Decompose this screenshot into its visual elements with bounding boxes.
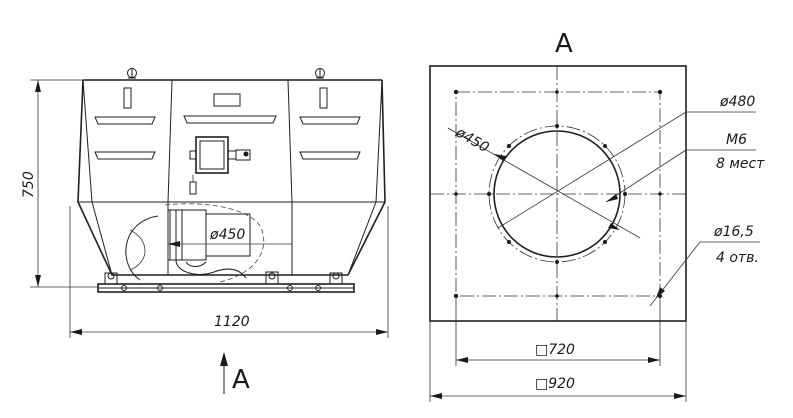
side-view: 750 1120 ø450 A — [21, 68, 389, 395]
base-frame — [97, 271, 355, 293]
thread-label: M6 — [726, 132, 747, 148]
outer-flange — [429, 65, 687, 322]
diameter-450-line — [447, 127, 641, 239]
width-label: 1120 — [214, 314, 250, 330]
lifting-lug-right — [315, 68, 325, 79]
m6-studs — [487, 124, 627, 264]
outer-circle-label: ø480 — [719, 94, 755, 110]
dimension-width — [69, 206, 389, 338]
louvers-left — [94, 116, 156, 160]
lifting-lug-left — [127, 68, 137, 79]
diameter-480-line — [497, 111, 687, 229]
dimension-920 — [429, 321, 687, 402]
thread-count-label: 8 мест — [716, 156, 765, 172]
center-plate — [213, 93, 241, 107]
height-label: 750 — [21, 171, 37, 198]
inner-square-label: □720 — [535, 342, 575, 358]
dimension-height — [30, 79, 98, 288]
outer-square-label: □920 — [535, 376, 575, 392]
nameplate-right — [319, 87, 328, 109]
dimension-720 — [455, 296, 661, 366]
hole-count-label: 4 отв. — [716, 250, 759, 266]
terminal-box — [189, 136, 251, 195]
pipe-callout — [168, 241, 292, 247]
plan-view: A — [429, 29, 765, 402]
plan-view-title: A — [555, 29, 573, 59]
nameplate-left — [123, 87, 132, 109]
opening-circle-450 — [493, 130, 621, 258]
louvers-right — [299, 116, 361, 160]
fan-housing — [125, 203, 264, 283]
view-arrow-label: A — [232, 365, 250, 395]
hole-label: ø16,5 — [713, 224, 754, 240]
inner-circle-label: ø450 — [452, 124, 492, 156]
pipe-diameter-label: ø450 — [209, 227, 245, 243]
view-arrow-a — [220, 352, 228, 394]
